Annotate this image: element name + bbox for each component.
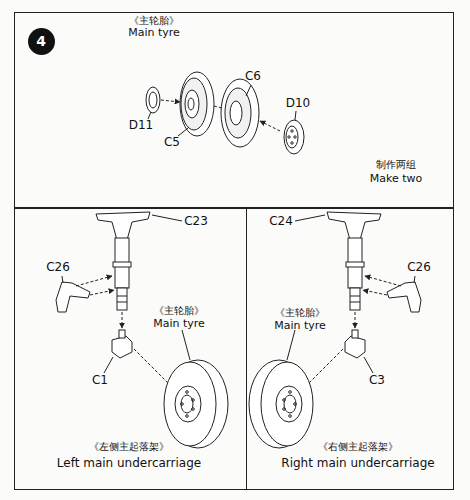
drawing-stroke (161, 100, 180, 102)
step-panel: 4 《主轮胎》Main tyre 制作两组 Make two (14, 12, 454, 208)
drawing-stroke (152, 215, 182, 221)
drawing-stroke (96, 212, 150, 240)
part-number: C1 (92, 374, 108, 388)
tyre-parts (146, 72, 304, 154)
drawing-stroke (188, 98, 194, 110)
drawing-stroke (294, 136, 296, 138)
step-number-text: 4 (36, 33, 46, 49)
drawing-stroke (146, 87, 160, 113)
drawing-stroke (117, 288, 127, 310)
drawing-stroke (192, 408, 195, 411)
drawing-stroke (295, 111, 296, 120)
part-number: C23 (184, 215, 208, 229)
drawing-stroke (181, 395, 193, 413)
panel-caption: Main tyre (153, 318, 205, 331)
drawing-stroke (284, 120, 304, 154)
drawing-stroke (181, 78, 207, 130)
panel-caption: 《主轮胎》 (275, 307, 325, 319)
part-number: C26 (407, 261, 431, 275)
panel-caption: Left main undercarriage (57, 457, 201, 471)
drawing-stroke (225, 88, 251, 138)
drawing-stroke (230, 101, 242, 125)
drawing-stroke (186, 415, 189, 418)
undercarriage-leg (56, 212, 228, 448)
drawing-stroke (62, 276, 63, 283)
panel-caption: 《主轮胎》 (154, 305, 204, 317)
part-number: D10 (286, 97, 311, 111)
step-circle (28, 28, 55, 55)
panel-caption: Make two (370, 173, 423, 186)
step-number: 4 (28, 28, 55, 55)
panel-caption: 《主轮胎》 (129, 15, 179, 27)
drawing-stroke (260, 121, 280, 131)
drawing-stroke (221, 79, 259, 147)
drawing-stroke (182, 330, 190, 360)
drawing-stroke (113, 262, 131, 267)
drawing-stroke (175, 386, 201, 422)
panel-caption: Right main undercarriage (281, 457, 434, 471)
part-number: C6 (245, 70, 261, 84)
drawing-stroke (288, 136, 290, 138)
drawing-stroke (181, 403, 184, 406)
panel-caption: 制作两组 (376, 159, 416, 171)
drawing-stroke (119, 330, 125, 338)
drawing-stroke (56, 282, 90, 312)
drawing-stroke (117, 302, 127, 303)
drawing-stroke (185, 90, 199, 118)
part-number: C26 (46, 261, 70, 275)
drawing-stroke (214, 106, 222, 108)
panel-caption: Main tyre (274, 320, 326, 333)
assembly-panel: 《主轮胎》Main tyre 《左侧主起落架》 Left main undercar… (14, 208, 247, 490)
drawing-stroke (104, 357, 113, 373)
drawing-stroke (180, 72, 214, 136)
undercarriage-leg (249, 212, 421, 448)
panel-caption: 《右侧主起落架》 (318, 441, 398, 453)
drawing-stroke (246, 85, 251, 96)
part-number: C3 (369, 374, 385, 388)
drawing-stroke (117, 296, 127, 297)
drawing-stroke (291, 130, 293, 132)
panel-caption: Main tyre (128, 27, 180, 40)
drawing-stroke (76, 276, 112, 286)
drawing-stroke (192, 399, 195, 402)
panel-caption: 《左侧主起落架》 (89, 441, 169, 453)
drawing-stroke (186, 391, 189, 394)
assembly-panel: 《主轮胎》Main tyre 《右侧主起落架》 Right main underca… (246, 208, 454, 490)
drawing-stroke (286, 126, 298, 148)
drawing-stroke (112, 336, 132, 358)
part-number: D11 (129, 119, 154, 133)
drawing-stroke (149, 92, 157, 108)
drawing-stroke (164, 362, 216, 446)
drawing-stroke (122, 312, 123, 328)
part-number: C5 (164, 136, 180, 150)
drawing-stroke (291, 142, 293, 144)
part-number: C24 (269, 215, 293, 229)
drawing-stroke (178, 128, 188, 136)
drawing-stroke (148, 112, 151, 119)
drawing-stroke (90, 290, 114, 295)
